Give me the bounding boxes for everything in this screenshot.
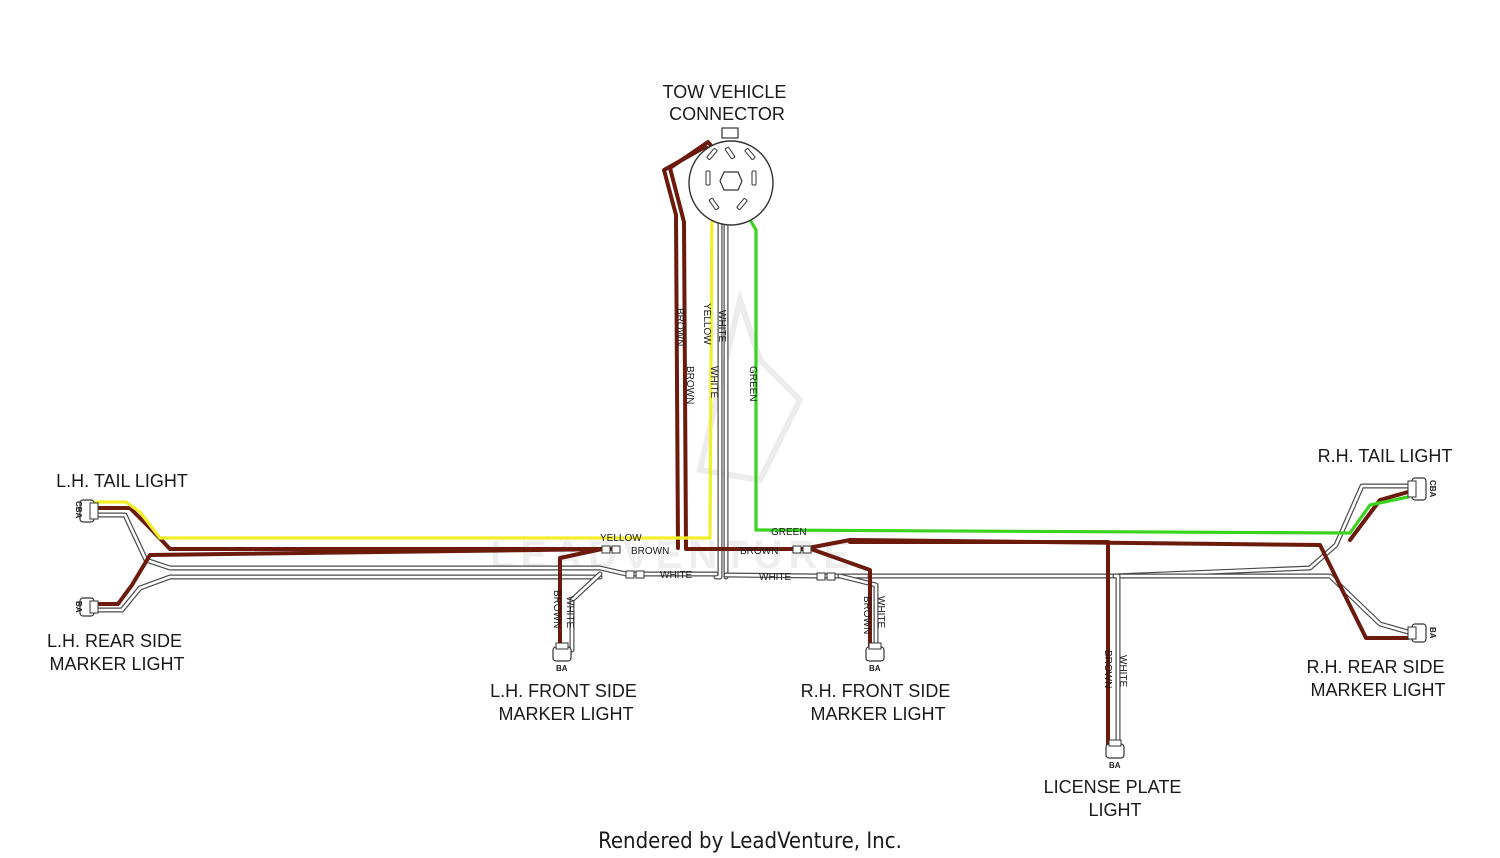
lh-brown-splice xyxy=(601,545,621,554)
white-wire-rh-rear-marker xyxy=(868,574,1410,634)
wire-label-green-horizontal: GREEN xyxy=(771,527,807,538)
wire-label-brown-2: BROWN xyxy=(684,366,695,404)
white-wire-rh-rear-marker xyxy=(867,573,1411,635)
license-plate-plug: BA xyxy=(1105,739,1125,770)
label-lh-front-side-marker-line2: MARKER LIGHT xyxy=(498,704,633,724)
label-license-plate-light-line1: LICENSE PLATE xyxy=(1044,777,1182,797)
rh-tail-light-plug: CBA xyxy=(1407,477,1437,501)
wire-label-white-2: WHITE xyxy=(708,366,719,399)
label-tow-vehicle-connector-line2: CONNECTOR xyxy=(669,104,785,124)
label-license-plate-light: LICENSE PLATE LIGHT xyxy=(1044,777,1187,820)
white-wire-lh-rear-marker xyxy=(94,575,602,612)
label-rh-rear-side-marker-line2: MARKER LIGHT xyxy=(1310,680,1445,700)
rh-white-splice xyxy=(816,572,836,581)
wire-label-brown-rh: BROWN xyxy=(740,546,778,557)
wire-harness xyxy=(93,140,1411,748)
lh-white-splice xyxy=(625,570,645,579)
lh-front-marker-plug: BA xyxy=(552,642,572,673)
yellow-wire-lh xyxy=(94,500,712,540)
wire-label-white-rh: WHITE xyxy=(759,572,792,583)
rh-tail-pins: CBA xyxy=(1428,480,1437,498)
lh-rear-marker-pins: BA xyxy=(74,601,83,613)
brown-wire-lh-main xyxy=(94,506,612,551)
label-lh-rear-side-marker: L.H. REAR SIDE MARKER LIGHT xyxy=(47,631,187,674)
wire-label-white-1: WHITE xyxy=(716,310,727,343)
wire-label-white-lh-front: WHITE xyxy=(564,596,575,629)
wire-label-white-rh-front: WHITE xyxy=(875,596,886,629)
lh-tail-light-plug: CBA xyxy=(74,499,99,523)
white-wire-trunk-a xyxy=(714,194,722,579)
label-tow-vehicle-connector: TOW VEHICLE CONNECTOR xyxy=(663,82,792,124)
wire-label-white-lh: WHITE xyxy=(660,570,693,581)
label-rh-front-side-marker-line1: R.H. FRONT SIDE xyxy=(801,681,951,701)
label-lh-front-side-marker-line1: L.H. FRONT SIDE xyxy=(490,681,637,701)
wire-label-yellow-horizontal: YELLOW xyxy=(600,533,642,544)
wire-labels: BROWN BROWN YELLOW WHITE WHITE GREEN YEL… xyxy=(551,303,1128,688)
brown-wire-rh-front xyxy=(809,547,872,652)
rh-front-marker-pins: BA xyxy=(869,664,881,673)
white-wire-lh-front xyxy=(570,572,602,652)
white-wire-license xyxy=(1113,574,1120,747)
wire-label-green-vertical: GREEN xyxy=(747,366,758,402)
wire-label-yellow-vertical: YELLOW xyxy=(701,303,712,345)
tow-vehicle-connector xyxy=(688,127,774,226)
white-wire-lh-rear-marker xyxy=(93,574,603,613)
license-plate-pins: BA xyxy=(1109,761,1121,770)
brown-wire-license xyxy=(848,540,1110,747)
label-license-plate-light-line2: LIGHT xyxy=(1088,800,1141,820)
brown-wire-lh-rear-marker xyxy=(94,547,612,606)
label-rh-front-side-marker-line2: MARKER LIGHT xyxy=(810,704,945,724)
label-rh-front-side-marker: R.H. FRONT SIDE MARKER LIGHT xyxy=(801,681,956,724)
wire-label-brown-1: BROWN xyxy=(674,308,685,346)
rh-brown-splice xyxy=(792,545,812,554)
white-wire-lh-main xyxy=(94,513,718,576)
rh-front-marker-plug: BA xyxy=(865,642,885,673)
lh-front-marker-pins: BA xyxy=(556,664,568,673)
label-rh-rear-side-marker-line1: R.H. REAR SIDE xyxy=(1306,657,1444,677)
label-lh-rear-side-marker-line1: L.H. REAR SIDE xyxy=(47,631,182,651)
rh-rear-marker-pins: BA xyxy=(1428,627,1437,639)
label-rh-rear-side-marker: R.H. REAR SIDE MARKER LIGHT xyxy=(1306,657,1449,700)
wire-label-brown-lh: BROWN xyxy=(631,546,669,557)
label-lh-rear-side-marker-line2: MARKER LIGHT xyxy=(49,654,184,674)
lh-tail-pins: CBA xyxy=(74,501,83,519)
green-wire-rh xyxy=(754,495,1410,535)
wire-label-brown-lh-front: BROWN xyxy=(551,590,562,628)
label-rh-tail-light: R.H. TAIL LIGHT xyxy=(1318,446,1453,466)
component-labels: TOW VEHICLE CONNECTOR L.H. TAIL LIGHT L.… xyxy=(47,82,1452,820)
brown-wire-lh-front xyxy=(558,547,604,652)
wire-label-brown-license: BROWN xyxy=(1102,650,1113,688)
label-lh-front-side-marker: L.H. FRONT SIDE MARKER LIGHT xyxy=(490,681,642,724)
yellow-wire-vertical xyxy=(708,194,714,540)
footer-credit: Rendered by LeadVenture, Inc. xyxy=(598,829,902,854)
lh-rear-marker-plug: BA xyxy=(74,597,99,617)
rh-rear-marker-plug: BA xyxy=(1407,623,1437,643)
wire-label-brown-rh-front: BROWN xyxy=(861,596,872,634)
brown-wire-rh-tail xyxy=(1348,490,1410,542)
label-tow-vehicle-connector-line1: TOW VEHICLE xyxy=(663,82,787,102)
label-lh-tail-light: L.H. TAIL LIGHT xyxy=(56,471,188,491)
white-wire-rh-front xyxy=(838,574,878,652)
wire-label-white-license: WHITE xyxy=(1117,655,1128,688)
inline-connectors xyxy=(601,545,836,581)
